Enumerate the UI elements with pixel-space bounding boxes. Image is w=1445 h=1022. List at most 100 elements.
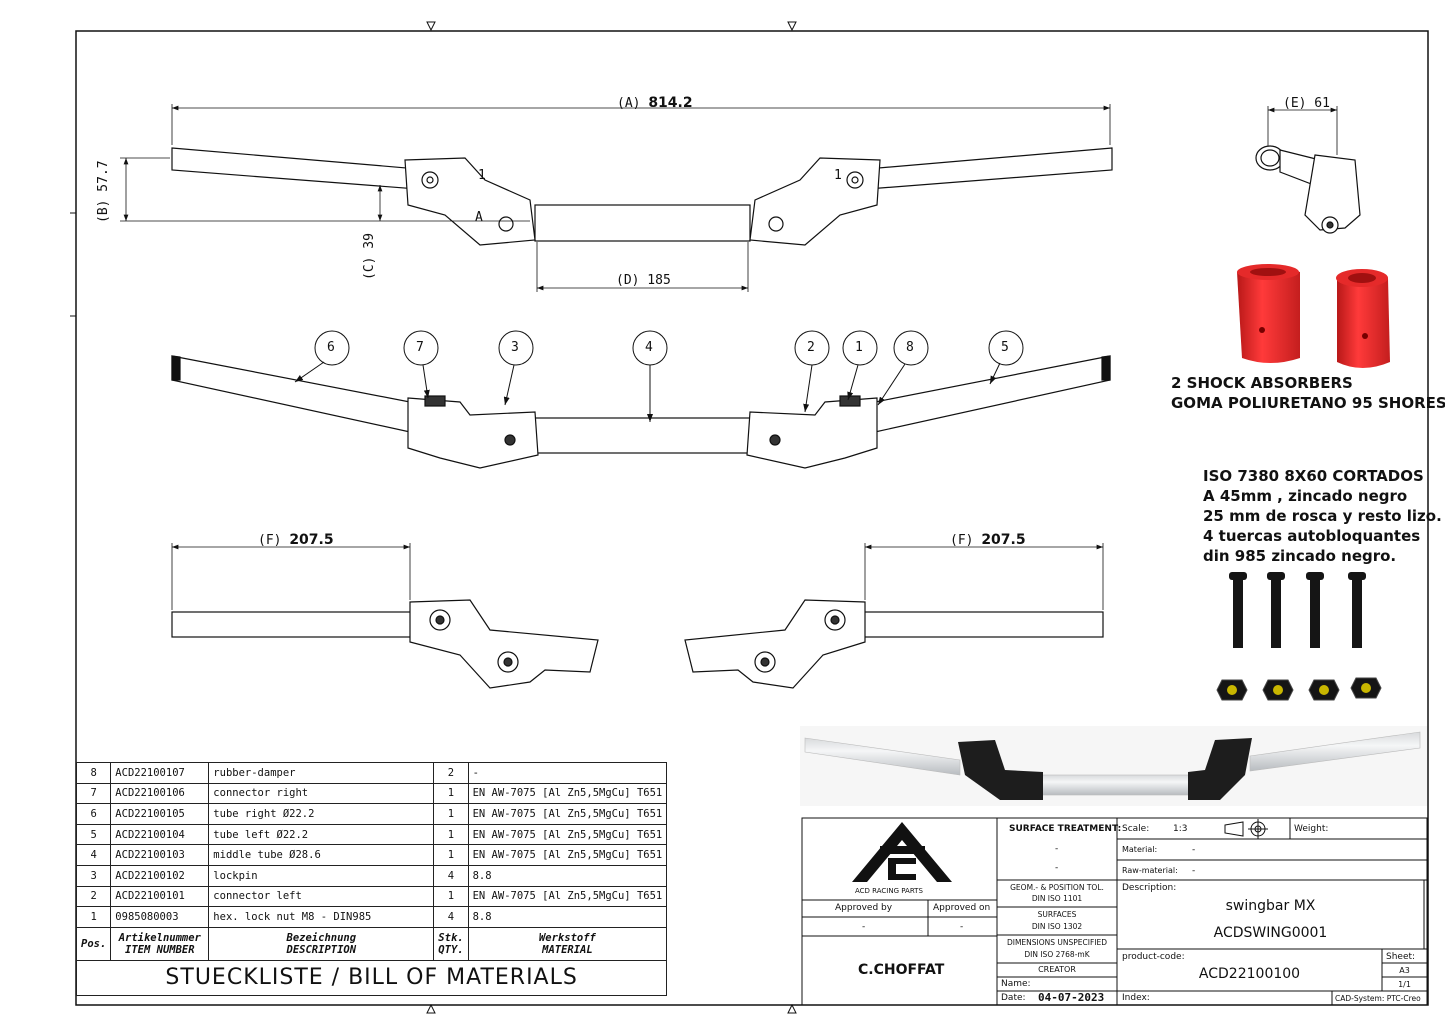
creator-label: CREATOR (1038, 965, 1076, 974)
bom-cell-pos: 5 (75, 823, 112, 846)
bom-title-row: STUECKLISTE / BILL OF MATERIALS (75, 959, 668, 996)
end-view (1255, 106, 1361, 234)
sheet-size: A3 (1399, 966, 1410, 975)
surface-treatment-value-1: - (1055, 844, 1059, 854)
bom-cell-qty: 4 (433, 906, 469, 928)
index-label: Index: (1122, 993, 1150, 1003)
balloon-4: 4 (645, 340, 653, 355)
balloon-2: 2 (807, 340, 815, 355)
bom-cell-material: - (467, 762, 668, 784)
title-block-grid (801, 817, 1428, 1006)
bom-cell-pos: 4 (75, 844, 112, 866)
sheet-label: Sheet: (1386, 952, 1416, 962)
bom-cell-item: ACD22100102 (110, 864, 210, 887)
sheet-border (75, 30, 1429, 1006)
bom-cell-desc: lockpin (208, 864, 435, 887)
bom-cell-item: ACD22100106 (110, 782, 210, 805)
approved-on-value: - (960, 922, 964, 932)
sheet-number: 1/1 (1398, 980, 1411, 989)
dim-f-left-label: (F) 207.5 (258, 532, 334, 548)
weight-label: Weight: (1294, 824, 1329, 834)
approved-by-value: - (862, 922, 866, 932)
bom-cell-pos: 7 (75, 782, 112, 805)
front-view (120, 104, 1113, 292)
side-views (171, 543, 1104, 689)
shock-note: 2 SHOCK ABSORBERS GOMA POLIURETANO 95 SH… (1171, 373, 1445, 413)
bolt-note-line5: din 985 zincado negro. (1203, 547, 1397, 565)
dim-a-label: (A) 814.2 (617, 95, 693, 111)
bom-cell-item: ACD22100104 (110, 823, 210, 846)
bom-cell-pos: 6 (75, 803, 112, 825)
product-photo (800, 726, 1427, 806)
surface-treatment-value-2: - (1055, 863, 1059, 873)
shock-note-line2: GOMA POLIURETANO 95 SHORES (1171, 394, 1445, 412)
bom-header-pos: Pos. (75, 926, 112, 961)
shock-absorber-images (1237, 264, 1390, 368)
bom-cell-qty: 1 (433, 782, 469, 805)
bom-cell-qty: 1 (433, 803, 469, 825)
bom-cell-qty: 1 (433, 885, 469, 908)
dim-b-label: (B) 57.7 (96, 160, 111, 223)
raw-material-label: Raw-material: (1122, 866, 1178, 875)
bom-cell-material: EN AW-7075 [Al Zn5,5MgCu] T651 (467, 844, 668, 866)
description-value-1: swingbar MX (1225, 898, 1316, 914)
bom-cell-material: EN AW-7075 [Al Zn5,5MgCu] T651 (467, 823, 668, 846)
ref-a: A (475, 210, 483, 225)
bom-cell-item: ACD22100101 (110, 885, 210, 908)
balloon-1: 1 (855, 340, 863, 355)
name-label: Name: (1001, 979, 1031, 989)
shock-note-line1: 2 SHOCK ABSORBERS (1171, 374, 1353, 392)
bom-cell-qty: 2 (433, 762, 469, 784)
acd-logo (852, 822, 952, 882)
date-value: 04-07-2023 (1038, 991, 1105, 1004)
balloon-7: 7 (416, 340, 424, 355)
bom-cell-qty: 4 (433, 864, 469, 887)
creator-name: C.CHOFFAT (858, 962, 945, 978)
description-value-2: ACDSWING0001 (1213, 925, 1328, 941)
projection-symbol-icon (1224, 819, 1268, 839)
material-value: - (1192, 845, 1196, 855)
bom-cell-item: ACD22100107 (110, 762, 210, 784)
assembly-view (171, 330, 1111, 469)
bom-cell-desc: hex. lock nut M8 - DIN985 (208, 906, 435, 928)
bolt-note-line4: 4 tuercas autobloquantes (1203, 527, 1421, 545)
bom-cell-desc: connector right (208, 782, 435, 805)
dim-d-label: (D) 185 (616, 273, 671, 288)
bom-cell-pos: 8 (75, 762, 112, 784)
bom-cell-pos: 2 (75, 885, 112, 908)
bom-cell-qty: 1 (433, 823, 469, 846)
bom-header-qty: Stk.QTY. (433, 926, 469, 961)
surface-treatment-label: SURFACE TREATMENT: (1009, 824, 1122, 834)
product-code-label: product-code: (1122, 952, 1185, 962)
approved-by-label: Approved by (835, 903, 893, 913)
date-label: Date: (1001, 993, 1026, 1003)
bolt-note-line2: A 45mm , zincado negro (1203, 487, 1408, 505)
dim-f-right-label: (F) 207.5 (950, 532, 1026, 548)
ref-1-right: 1 (834, 168, 842, 183)
bom-cell-pos: 1 (75, 906, 112, 928)
ref-1-left: 1 (478, 168, 486, 183)
bom-cell-item: 0985080003 (110, 906, 210, 928)
bom-cell-material: 8.8 (467, 864, 668, 887)
bom-cell-pos: 3 (75, 864, 112, 887)
bolt-note-line1: ISO 7380 8X60 CORTADOS (1203, 467, 1424, 485)
description-label: Description: (1122, 883, 1177, 893)
bom-cell-material: EN AW-7075 [Al Zn5,5MgCu] T651 (467, 782, 668, 805)
balloon-6: 6 (327, 340, 335, 355)
scale-label: Scale: (1122, 824, 1150, 834)
balloon-8: 8 (906, 340, 914, 355)
sheet-ticks (70, 21, 797, 1014)
bom-cell-item: ACD22100105 (110, 803, 210, 825)
